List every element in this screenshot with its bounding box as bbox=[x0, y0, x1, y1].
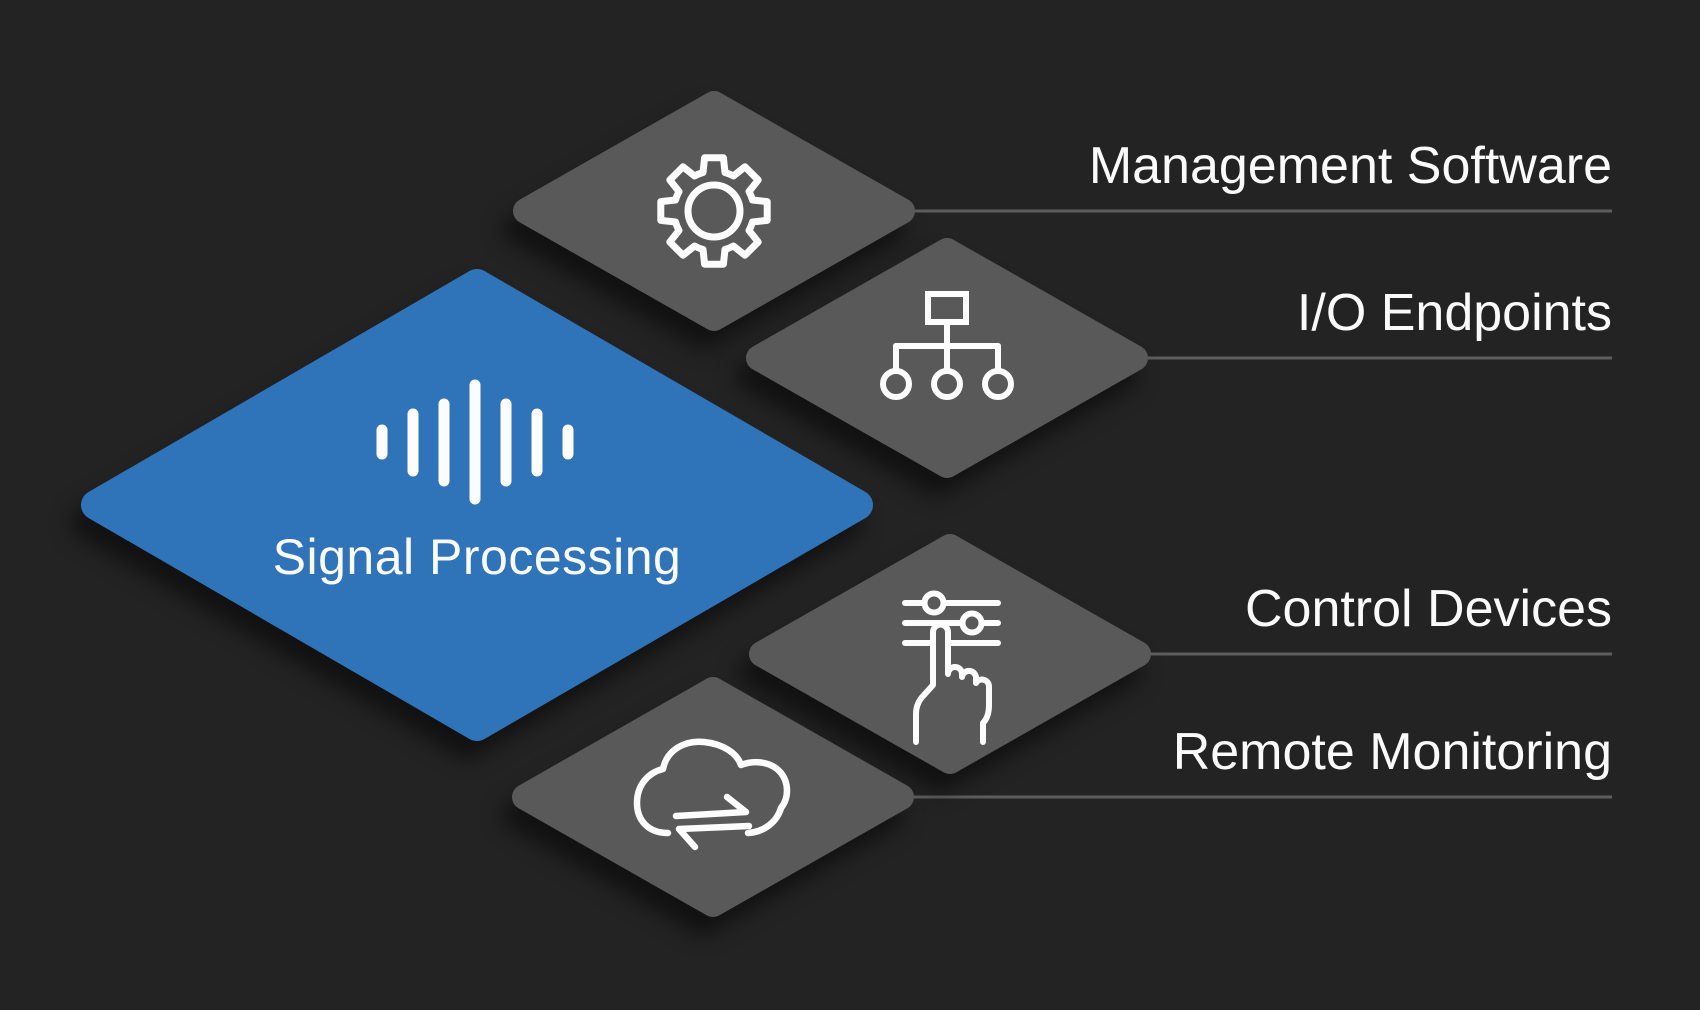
gear-icon bbox=[657, 154, 771, 268]
slider-knob bbox=[921, 590, 947, 616]
sitemap-icon bbox=[880, 291, 1014, 400]
sitemap-leaf-node bbox=[931, 368, 963, 400]
sitemap-leaf-node bbox=[880, 368, 912, 400]
node-label-io-endpoints: I/O Endpoints bbox=[1296, 284, 1612, 342]
diamond-shape-signal-processing bbox=[81, 269, 873, 741]
diamond-control-devices bbox=[749, 534, 1151, 774]
node-label-control-devices: Control Devices bbox=[1244, 580, 1612, 638]
diamond-shape-remote-monitoring bbox=[512, 677, 914, 917]
sliders-hand-icon bbox=[902, 590, 1001, 745]
sync-arrow-right bbox=[672, 793, 750, 820]
diamond-management-software bbox=[513, 91, 915, 331]
node-label-management-software: Management Software bbox=[1088, 137, 1612, 195]
diamond-io-endpoints bbox=[746, 238, 1148, 478]
center-node-label: Signal Processing bbox=[272, 529, 682, 585]
sync-arrow-left bbox=[675, 822, 753, 851]
cloud-outline bbox=[633, 738, 791, 837]
gear-outline bbox=[657, 154, 771, 268]
cloud-sync-icon bbox=[633, 738, 791, 851]
diamond-signal-processing bbox=[81, 269, 873, 741]
node-label-remote-monitoring: Remote Monitoring bbox=[1172, 723, 1612, 781]
waveform-icon bbox=[376, 379, 574, 505]
connector-lines bbox=[898, 209, 1612, 799]
slider-knob bbox=[959, 610, 985, 636]
sitemap-leaf-node bbox=[982, 368, 1014, 400]
gear-hub bbox=[684, 181, 744, 241]
diamond-shape-management-software bbox=[513, 91, 915, 331]
diamond-remote-monitoring bbox=[512, 677, 914, 917]
pointing-hand bbox=[913, 621, 992, 745]
